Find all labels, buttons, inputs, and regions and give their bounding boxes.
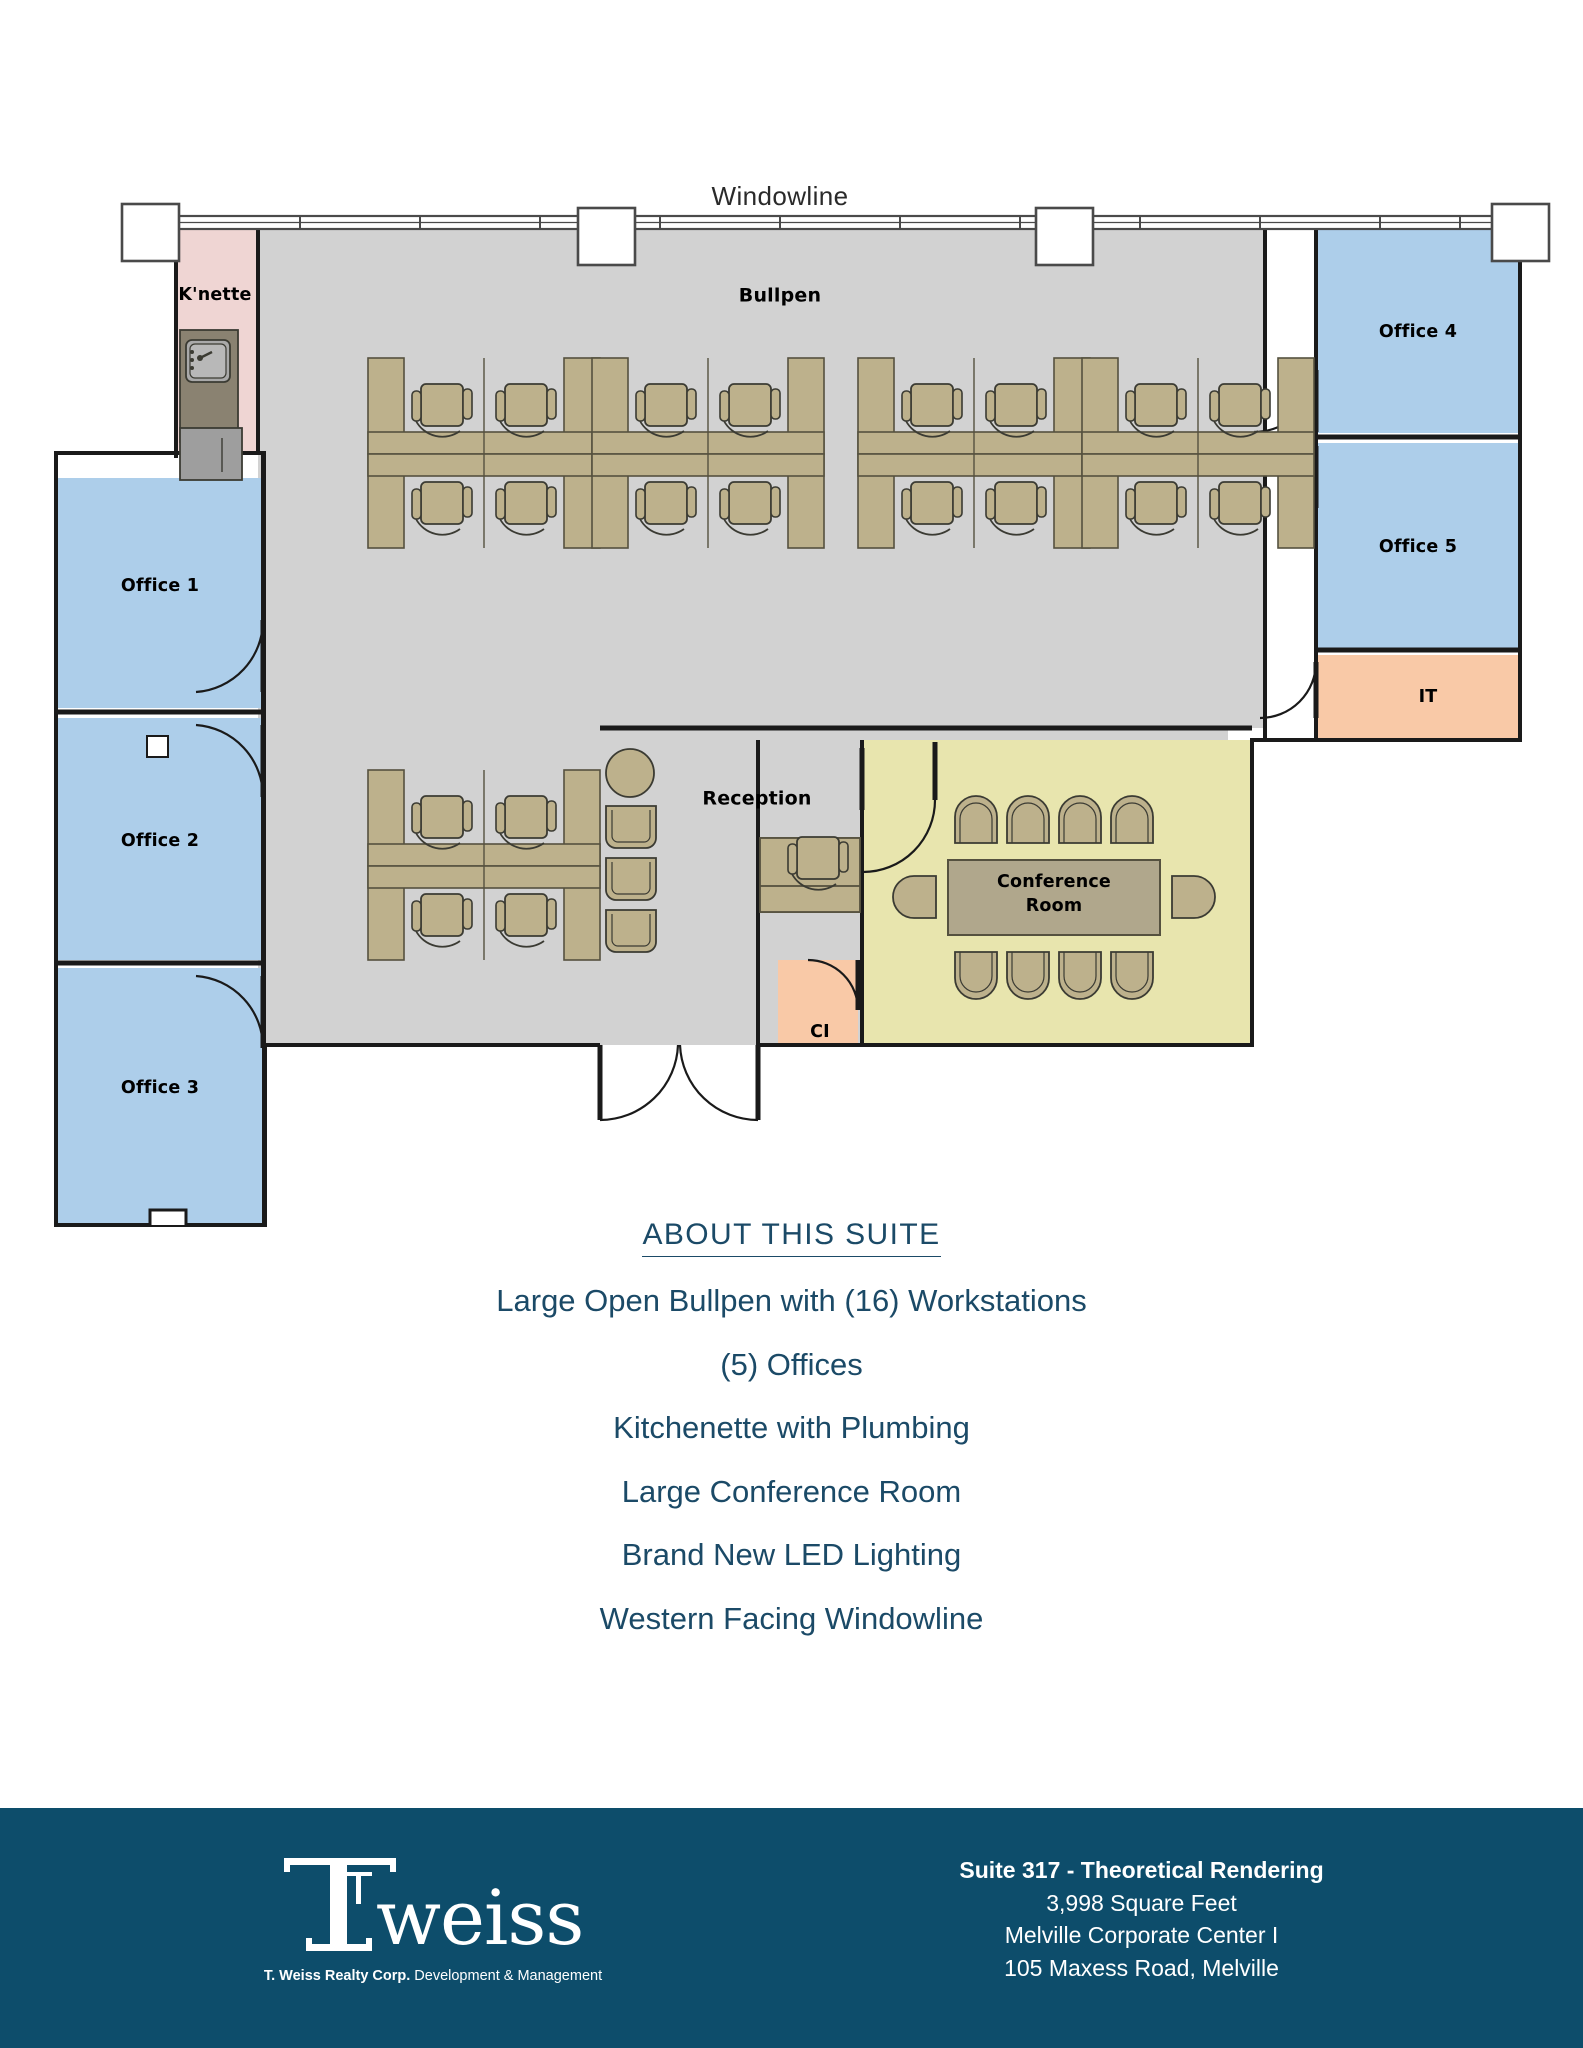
windowline-band bbox=[174, 214, 1522, 231]
doors bbox=[195, 369, 1319, 1122]
reception-desk bbox=[759, 836, 861, 913]
company-tagline: T. Weiss Realty Corp. Development & Mana… bbox=[218, 1968, 648, 1984]
reception-waiting-seating bbox=[605, 748, 657, 953]
t-weiss-logo-mark: weiss bbox=[284, 1858, 584, 1962]
room-label-office1: Office 1 bbox=[121, 576, 199, 596]
floorplan-drawing: Windowline bbox=[54, 181, 1551, 1227]
office2-wall-fixture bbox=[146, 735, 169, 758]
windowline-columns bbox=[120, 202, 1551, 267]
footer-bar: weiss T. Weiss Realty Corp. Development … bbox=[0, 1808, 1583, 2048]
room-fill-office1 bbox=[58, 478, 263, 708]
about-line-4: Large Conference Room bbox=[621, 1473, 962, 1509]
room-label-it: IT bbox=[1419, 687, 1438, 707]
room-label-office5: Office 5 bbox=[1379, 537, 1457, 557]
room-fill-office5 bbox=[1318, 443, 1518, 648]
room-label-office4: Office 4 bbox=[1379, 322, 1457, 342]
room-label-knette: K'nette bbox=[178, 285, 251, 305]
wall-interior-left bbox=[54, 451, 266, 1227]
room-fill-office4 bbox=[1318, 228, 1518, 433]
suite-info-line-3: Melville Corporate Center I bbox=[1004, 1922, 1279, 1949]
suite-info-block: Suite 317 - Theoretical Rendering 3,998 … bbox=[700, 1854, 1583, 1985]
company-logo: weiss T. Weiss Realty Corp. Development … bbox=[218, 1850, 648, 1984]
about-line-1: Large Open Bullpen with (16) Workstation… bbox=[496, 1283, 1087, 1318]
room-label-conference-line2: Room bbox=[1026, 896, 1083, 916]
room-label-office2: Office 2 bbox=[121, 831, 199, 851]
company-tagline-light: Development & Management bbox=[414, 1968, 603, 1984]
workstation-pod-bullpen-c bbox=[858, 358, 1090, 548]
room-fill-it bbox=[1318, 655, 1518, 740]
about-line-2: (5) Offices bbox=[720, 1346, 863, 1382]
about-line-6: Western Facing Windowline bbox=[599, 1601, 984, 1637]
workstation-pod-reception-a bbox=[368, 770, 600, 960]
suite-info-line-2: 3,998 Square Feet bbox=[1046, 1889, 1237, 1916]
room-fill-office2 bbox=[58, 718, 263, 960]
room-label-conference-line1: Conference bbox=[997, 872, 1111, 892]
room-label-office3: Office 3 bbox=[121, 1078, 199, 1098]
company-tagline-bold: T. Weiss Realty Corp. bbox=[263, 1968, 411, 1984]
kitchenette-fixtures bbox=[179, 329, 243, 481]
about-line-5: Brand New LED Lighting bbox=[621, 1537, 962, 1573]
room-label-bullpen: Bullpen bbox=[739, 285, 821, 307]
workstation-pod-bullpen-a bbox=[368, 358, 600, 548]
room-label-ci: CI bbox=[810, 1022, 830, 1042]
about-line-3: Kitchenette with Plumbing bbox=[613, 1410, 970, 1446]
windowline-label: Windowline bbox=[712, 181, 849, 211]
conference-table-set bbox=[892, 795, 1216, 1000]
room-fill-office3 bbox=[58, 968, 263, 1223]
room-fill-ci bbox=[778, 960, 858, 1045]
suite-info-line-4: 105 Maxess Road, Melville bbox=[1004, 1954, 1279, 1981]
about-heading: ABOUT THIS SUITE bbox=[642, 1218, 941, 1257]
workstation-pod-bullpen-d bbox=[1082, 358, 1314, 548]
room-label-reception: Reception bbox=[702, 788, 811, 810]
svg-text:weiss: weiss bbox=[376, 1873, 583, 1962]
workstation-pod-bullpen-b bbox=[592, 358, 824, 548]
suite-info-line-1: Suite 317 - Theoretical Rendering bbox=[959, 1857, 1324, 1883]
about-this-suite-section: ABOUT THIS SUITE Large Open Bullpen with… bbox=[0, 1218, 1583, 1635]
